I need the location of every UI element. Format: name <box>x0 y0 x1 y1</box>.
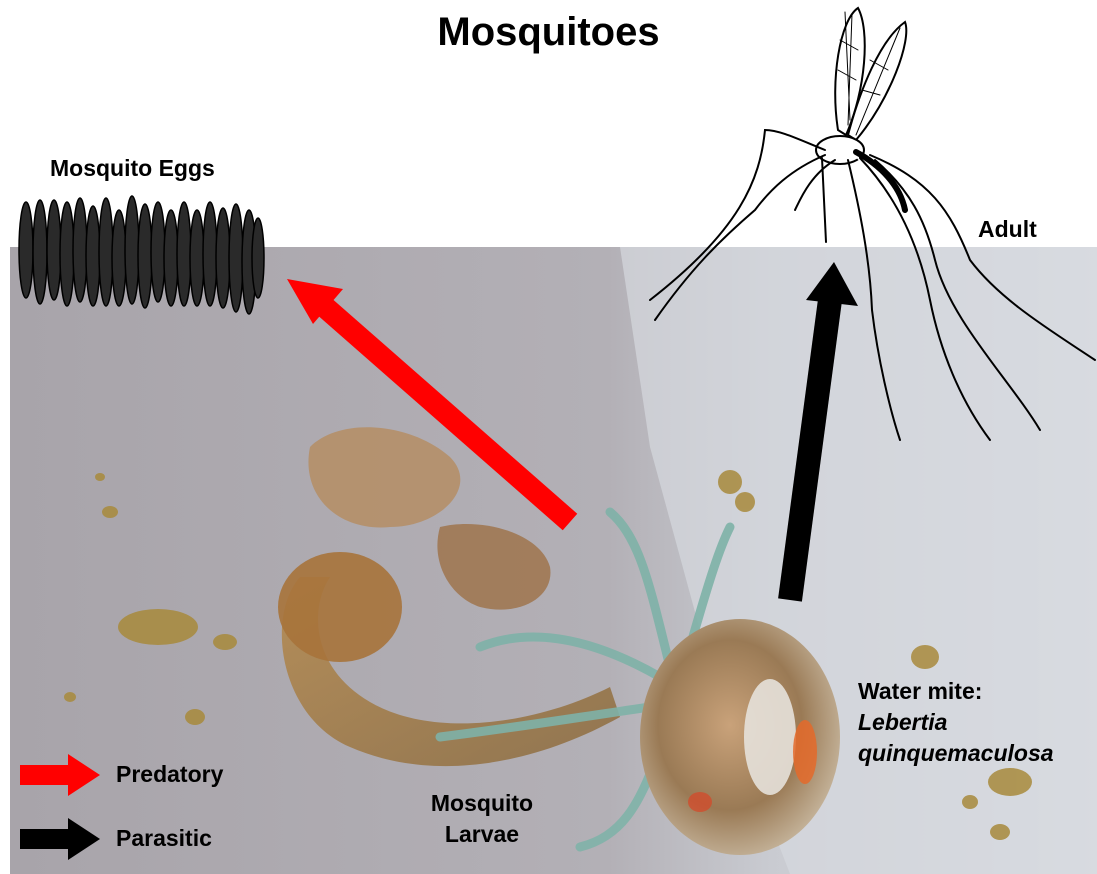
legend-label-predatory: Predatory <box>116 761 223 788</box>
legend-item-parasitic: Parasitic <box>20 816 100 862</box>
larvae-label-line2: Larvae <box>402 819 562 850</box>
black-arrow-icon <box>20 816 100 862</box>
red-arrow-icon <box>20 752 100 798</box>
adult-label: Adult <box>978 216 1037 243</box>
diagram-title: Mosquitoes <box>0 10 1097 55</box>
legend-label-parasitic: Parasitic <box>116 825 212 852</box>
water-mite-label: Water mite: Lebertia quinquemaculosa <box>858 676 1054 769</box>
larvae-label: Mosquito Larvae <box>402 788 562 850</box>
legend-item-predatory: Predatory <box>20 752 100 798</box>
mite-species-line1: Lebertia <box>858 707 1054 738</box>
mite-species-line2: quinquemaculosa <box>858 738 1054 769</box>
larvae-label-line1: Mosquito <box>402 788 562 819</box>
water-mite-label-line1: Water mite: <box>858 678 982 704</box>
eggs-label: Mosquito Eggs <box>50 155 215 182</box>
